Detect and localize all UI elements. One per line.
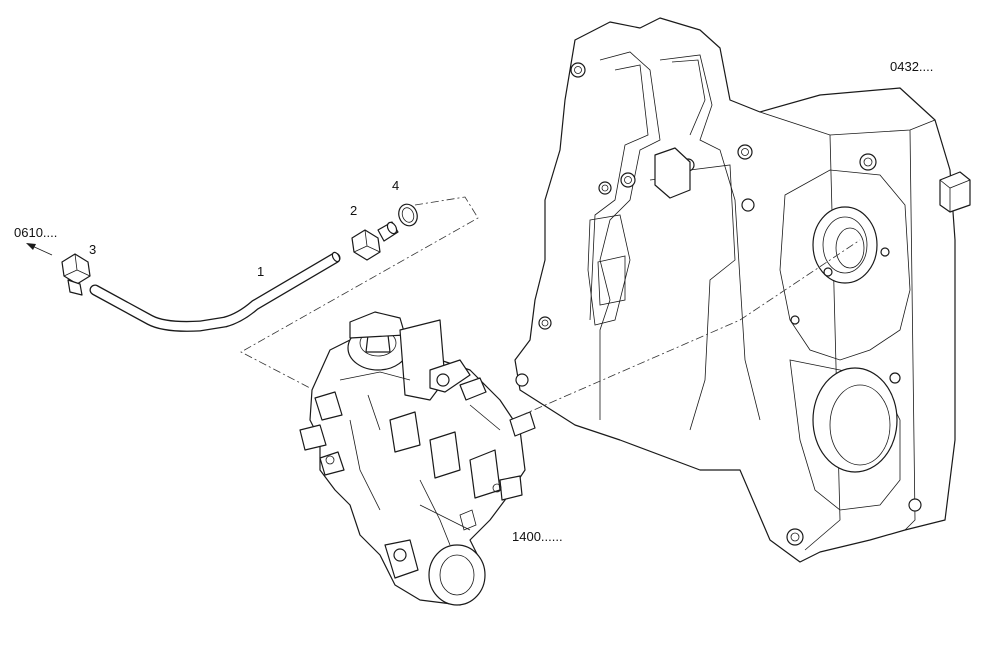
plug-screw: [61, 253, 91, 296]
return-pipe: [89, 251, 341, 332]
part-number-label-3: 3: [89, 242, 96, 257]
o-ring-seal: [398, 203, 418, 227]
reference-label-1400: 1400......: [512, 529, 563, 544]
connector-fitting: [351, 221, 399, 261]
timing-case-housing: [514, 17, 971, 563]
part-number-label-4: 4: [392, 178, 399, 193]
reference-label-0610: 0610....: [14, 225, 57, 240]
reference-label-0432: 0432....: [890, 59, 933, 74]
injection-pump: [299, 311, 536, 606]
part-number-label-1: 1: [257, 264, 264, 279]
assembly-guide-lines: [26, 196, 861, 417]
part-number-label-2: 2: [350, 203, 357, 218]
